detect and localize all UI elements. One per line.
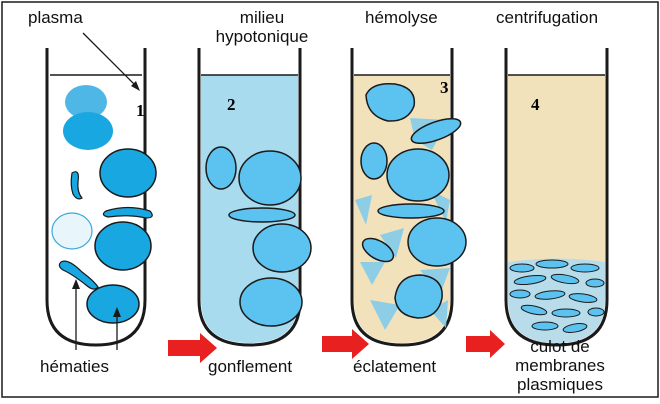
deformed-cell — [103, 208, 152, 219]
label-culot-line1: culot de — [505, 337, 615, 356]
hematie — [87, 285, 139, 323]
label-culot-line2: membranes — [505, 356, 615, 375]
label-plasma: plasma — [28, 8, 83, 27]
swollen-cell — [253, 224, 311, 272]
label-hemolyse: hémolyse — [365, 8, 438, 27]
swollen-cell — [206, 147, 236, 189]
tube-2 — [199, 48, 311, 345]
label-centrifugation: centrifugation — [496, 8, 598, 27]
label-gonflement: gonflement — [208, 357, 292, 376]
ghost-cell — [52, 213, 92, 249]
deformed-cell — [71, 172, 82, 199]
swollen-cell — [229, 208, 295, 222]
label-culot-line3: plasmiques — [505, 375, 615, 394]
process-arrow — [466, 330, 505, 358]
burst-cell — [395, 275, 442, 318]
hematie — [95, 222, 151, 270]
tube-1 — [47, 33, 156, 350]
dotted-cell — [63, 112, 113, 150]
tube-number-1: 1 — [136, 101, 145, 121]
tube-3 — [352, 48, 466, 345]
swollen-cell — [239, 151, 301, 205]
deformed-cell — [59, 261, 98, 289]
label-hypotonique: hypotonique — [200, 27, 324, 46]
burst-cell — [408, 218, 466, 266]
burst-cell — [378, 204, 444, 218]
label-milieu: milieu — [212, 8, 312, 27]
tube-4 — [506, 48, 607, 345]
hematie — [100, 149, 156, 197]
label-hematies: hématies — [40, 357, 109, 376]
tube-number-4: 4 — [531, 95, 540, 115]
label-eclatement: éclatement — [353, 357, 436, 376]
tube-number-3: 3 — [440, 78, 449, 98]
burst-cell — [387, 149, 449, 201]
membrane-pellet — [508, 259, 605, 344]
tube-number-2: 2 — [227, 95, 236, 115]
burst-cell — [361, 143, 387, 179]
swollen-cell — [240, 278, 302, 326]
